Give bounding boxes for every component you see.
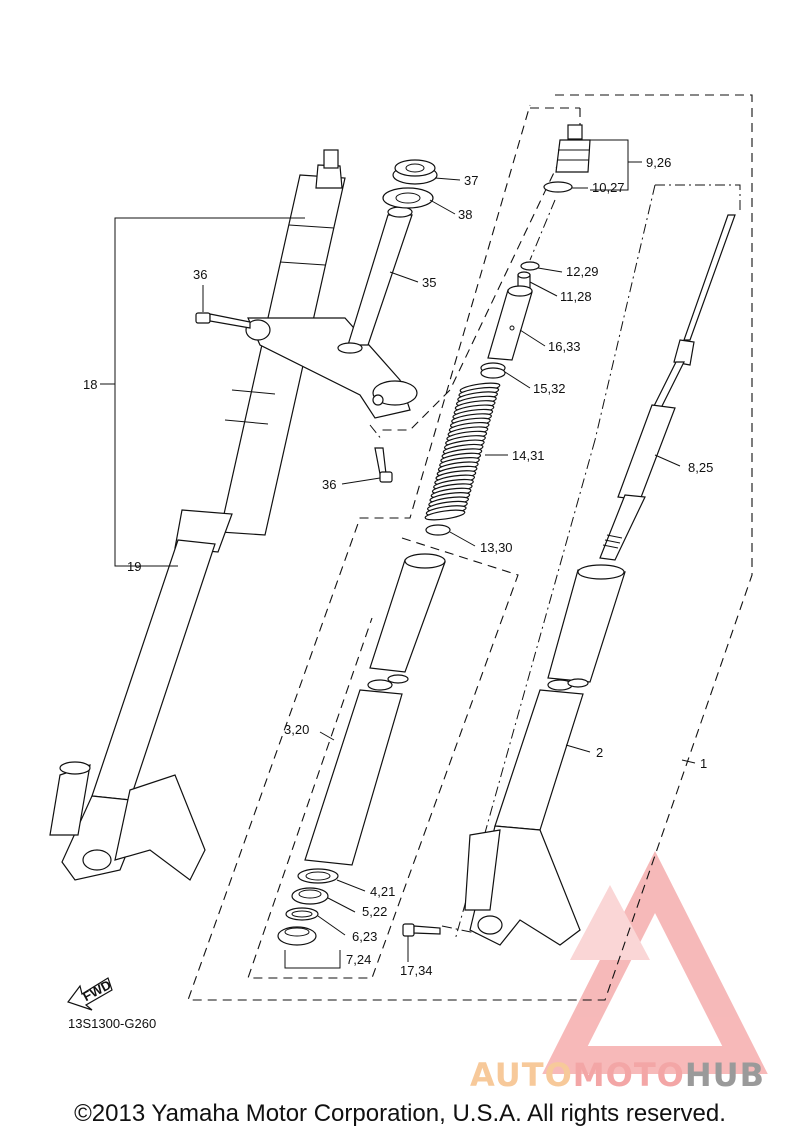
- label-15-32: 15,32: [533, 381, 566, 396]
- label-2: 2: [596, 745, 603, 760]
- watermark-part-auto: AUTO: [470, 1056, 573, 1094]
- assembly-axis-lines: [369, 184, 741, 941]
- left-fork-assembly: [49, 149, 418, 881]
- label-4-21: 4,21: [370, 884, 395, 899]
- label-3-20: 3,20: [284, 722, 309, 737]
- watermark-part-moto: MOTO: [572, 1056, 685, 1094]
- dust-seal-7-24: [277, 926, 317, 946]
- automotohub-logo-icon: [542, 850, 768, 1074]
- label-16-33: 16,33: [548, 339, 581, 354]
- label-37: 37: [464, 173, 478, 188]
- clip-6-23: [285, 907, 319, 921]
- label-12-29: 12,29: [566, 264, 599, 279]
- label-36-lower: 36: [322, 477, 336, 492]
- spring-coil: [424, 509, 466, 521]
- label-19: 19: [127, 559, 141, 574]
- fork-spring: [424, 382, 501, 521]
- label-36-upper: 36: [193, 267, 207, 282]
- steering-stem: [337, 206, 413, 354]
- label-14-31: 14,31: [512, 448, 545, 463]
- label-5-22: 5,22: [362, 904, 387, 919]
- label-11-28: 11,28: [560, 289, 592, 304]
- watermark-part-hub: HUB: [684, 1056, 766, 1094]
- label-9-26: 9,26: [646, 155, 671, 170]
- seal-5-22: [291, 887, 329, 905]
- fwd-label: FWD: [80, 977, 113, 1004]
- cap-bolt: [543, 124, 591, 193]
- washer-13-30: [425, 524, 451, 536]
- leader-lines: [100, 139, 696, 969]
- label-17-34: 17,34: [400, 963, 433, 978]
- seal-4-21: [297, 868, 339, 884]
- label-18: 18: [83, 377, 97, 392]
- label-10-27: 10,27: [592, 180, 625, 195]
- bolt-36-lower: [374, 447, 393, 483]
- spring-seat-15-32: [480, 362, 506, 379]
- label-13-30: 13,30: [480, 540, 513, 555]
- label-7-24: 7,24: [346, 952, 371, 967]
- watermark-text: AUTOMOTOHUB: [470, 1056, 765, 1094]
- outer-tube: [304, 553, 446, 866]
- bearing-38: [382, 187, 434, 209]
- bolt-36-upper: [195, 312, 251, 329]
- label-38: 38: [458, 207, 472, 222]
- bolt-17-34: [402, 923, 441, 937]
- bearing-37: [392, 159, 438, 185]
- damper-rod: [599, 214, 736, 561]
- label-1: 1: [700, 756, 707, 771]
- label-35: 35: [422, 275, 436, 290]
- label-6-23: 6,23: [352, 929, 377, 944]
- diagram-code: 13S1300-G260: [68, 1016, 157, 1031]
- spacer-16-33: [487, 285, 533, 361]
- inner-tube: [464, 564, 626, 946]
- washer-12-29: [520, 261, 540, 271]
- copyright-notice: ©2013 Yamaha Motor Corporation, U.S.A. A…: [74, 1100, 726, 1127]
- label-8-25: 8,25: [688, 460, 713, 475]
- fwd-arrow-icon: FWD: [67, 977, 113, 1011]
